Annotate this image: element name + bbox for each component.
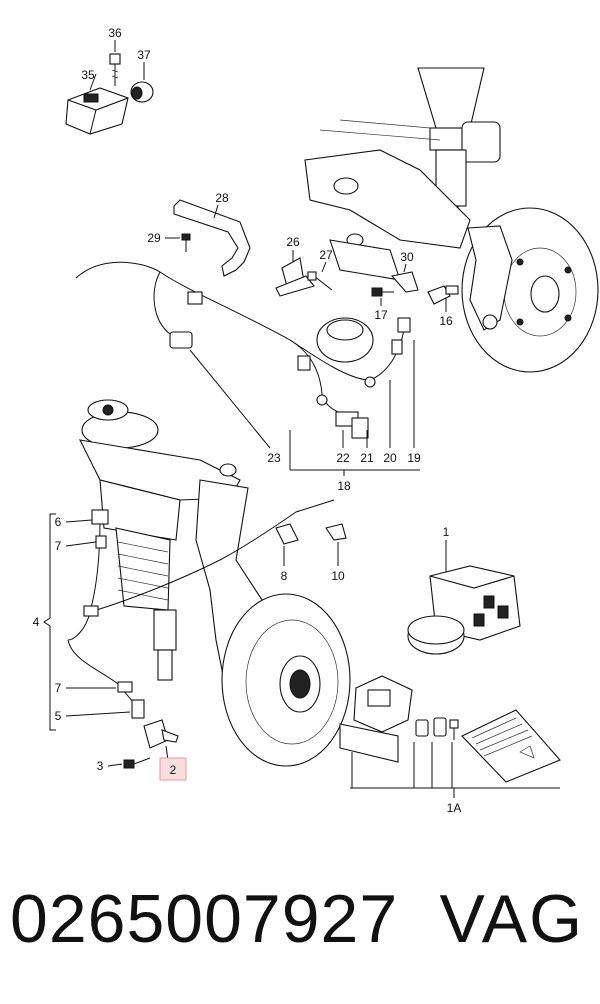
- sensor-cable-23: [75, 261, 411, 439]
- callout-36: 36: [108, 26, 122, 40]
- callout-20: 20: [383, 451, 397, 465]
- callout-27: 27: [319, 248, 333, 262]
- bracket-8: [275, 523, 299, 545]
- part-number: 0265007927: [10, 881, 399, 957]
- wheel-speed-sensor-2[interactable]: [143, 719, 179, 749]
- callout-7-lower: 7: [55, 681, 62, 695]
- callout-3: 3: [97, 759, 104, 773]
- exploded-parts-diagram: 36 37 35 28 29 26 27 30 17 16 23 22 21 2…: [33, 26, 599, 815]
- callout-26: 26: [286, 235, 300, 249]
- bushing-37: [130, 81, 154, 103]
- callout-22: 22: [336, 451, 350, 465]
- lower-brake-disc: [221, 593, 351, 767]
- callout-2[interactable]: 2: [170, 763, 177, 777]
- abs-control-module: [339, 675, 413, 763]
- callout-5: 5: [55, 709, 62, 723]
- callout-18: 18: [337, 479, 351, 493]
- bolt-27: [307, 271, 333, 291]
- callout-6: 6: [55, 515, 62, 529]
- callout-29: 29: [147, 231, 161, 245]
- callout-28: 28: [215, 191, 229, 205]
- wheel-speed-sensor-16: [427, 285, 459, 305]
- callout-10: 10: [331, 569, 345, 583]
- callout-23: 23: [267, 451, 281, 465]
- bolt-36: [109, 53, 121, 86]
- callout-19: 19: [407, 451, 421, 465]
- callout-35: 35: [81, 68, 95, 82]
- bolt-17: [371, 287, 394, 297]
- lower-sensor-cable: [67, 499, 335, 719]
- cap-parts: [415, 717, 459, 740]
- callout-21: 21: [360, 451, 374, 465]
- callout-1: 1: [443, 525, 450, 539]
- clip-10: [325, 523, 347, 541]
- brand-name: VAG: [439, 881, 584, 957]
- callout-7-upper: 7: [55, 539, 62, 553]
- instruction-sheet: [461, 709, 561, 783]
- bracket-28: [173, 199, 251, 277]
- callout-37: 37: [137, 48, 151, 62]
- upper-subframe: [304, 119, 471, 281]
- callout-17: 17: [374, 308, 388, 322]
- bolt-3: [123, 757, 151, 769]
- callout-4: 4: [33, 615, 40, 629]
- callout-8: 8: [281, 569, 288, 583]
- part-footer: 0265007927 VAG: [0, 880, 600, 990]
- callout-1a: 1A: [447, 801, 462, 815]
- sensor-module-35: [65, 87, 129, 135]
- abs-hydraulic-unit-1: [407, 565, 521, 655]
- bracket-26: [275, 257, 315, 297]
- clip-30: [390, 271, 419, 293]
- callout-16: 16: [439, 314, 453, 328]
- bolt-29: [181, 233, 191, 252]
- highlighted-callout-box: [159, 757, 187, 781]
- upper-knuckle: [467, 225, 513, 331]
- callout-30: 30: [400, 250, 414, 264]
